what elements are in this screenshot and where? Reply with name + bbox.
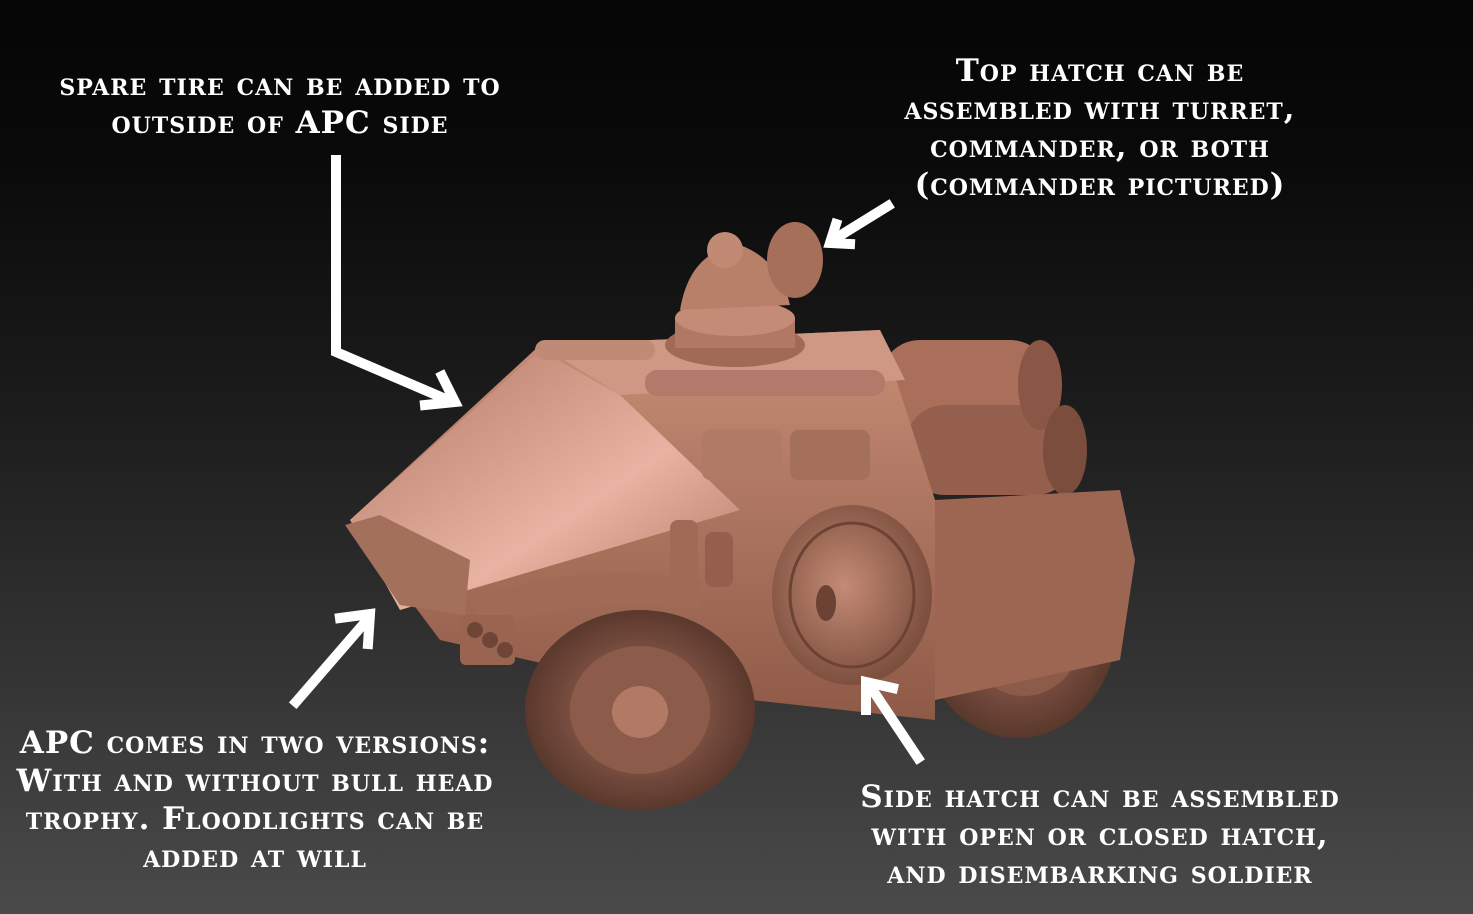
callout-line: trophy. Floodlights can be [25, 801, 485, 837]
callout-spare-tire: spare tire can be added to outside of AP… [30, 66, 530, 142]
arrow-spare-tire [331, 155, 463, 411]
front-wheel [525, 610, 755, 810]
side-hatch [772, 505, 932, 685]
callout-line: With and without bull head [16, 763, 494, 799]
callout-top-hatch: Top hatch can be assembled with turret, … [880, 52, 1320, 204]
callout-side-hatch: Side hatch can be assembled with open or… [830, 778, 1370, 892]
callout-line: commander, or both [930, 129, 1270, 165]
callout-line: and disembarking soldier [887, 855, 1313, 891]
arrow-side-hatch [861, 675, 925, 765]
front-roof-tube [535, 340, 655, 360]
roof-tube [645, 370, 885, 396]
callout-line: spare tire can be added to [59, 67, 501, 103]
callout-line: outside of APC side [111, 105, 449, 141]
arrow-apc-versions [288, 608, 376, 710]
callout-line: Side hatch can be assembled [860, 779, 1340, 815]
callout-line: (commander pictured) [914, 167, 1286, 203]
roof-crates [702, 430, 870, 480]
commander-turret [665, 222, 823, 367]
fuel-tanks [880, 340, 1087, 495]
callout-line: with open or closed hatch, [871, 817, 1329, 853]
front-bumper [345, 515, 515, 665]
callout-line: added at will [143, 839, 367, 875]
arrow-top-hatch [823, 199, 895, 250]
exhaust-pipes [670, 520, 733, 587]
callout-apc-versions: APC comes in two versions: With and with… [0, 724, 510, 876]
callout-line: APC comes in two versions: [19, 725, 491, 761]
callout-line: Top hatch can be [955, 53, 1245, 89]
callout-line: assembled with turret, [904, 91, 1296, 127]
